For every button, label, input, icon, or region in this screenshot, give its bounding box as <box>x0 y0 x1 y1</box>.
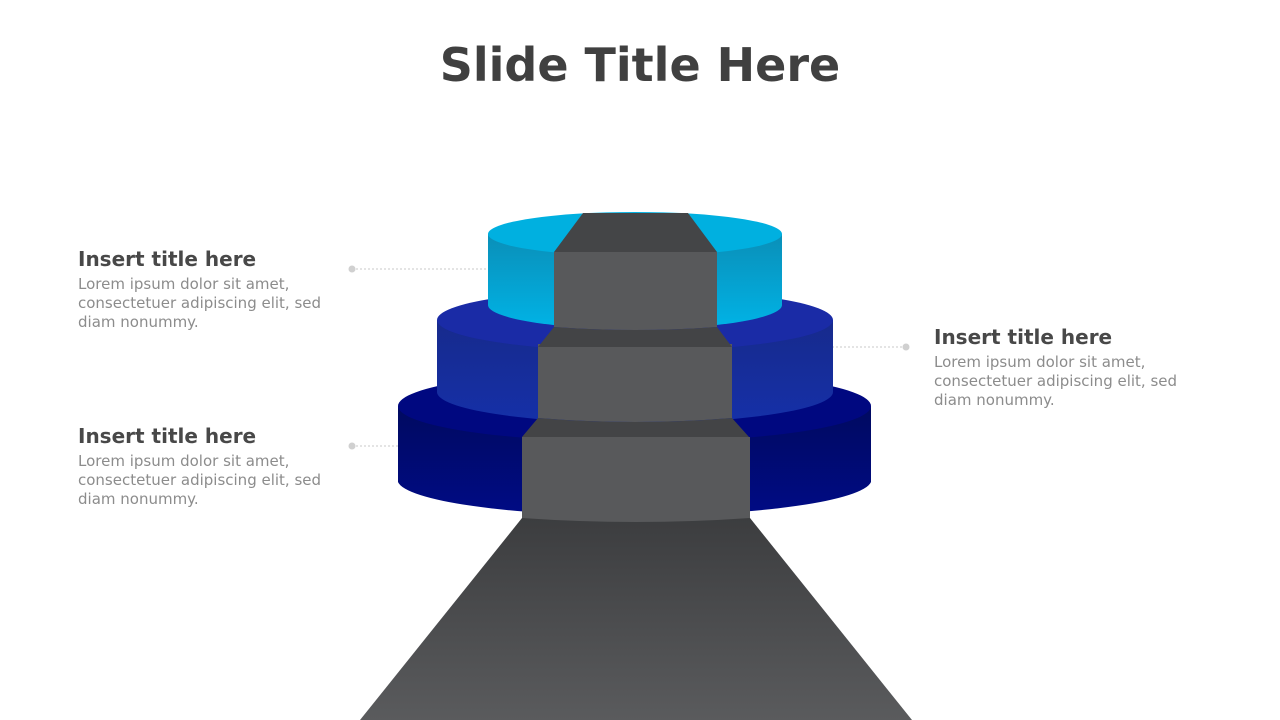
slide-title: Slide Title Here <box>439 38 841 92</box>
callout-2: Insert title here Lorem ipsum dolor sit … <box>934 324 1194 410</box>
callout-3-body: Lorem ipsum dolor sit amet, consectetuer… <box>78 452 322 508</box>
callout-1-title: Insert title here <box>78 247 257 271</box>
callout-2-title: Insert title here <box>934 325 1113 349</box>
callout-1-body: Lorem ipsum dolor sit amet, consectetuer… <box>78 275 322 331</box>
callout-2-body: Lorem ipsum dolor sit amet, consectetuer… <box>934 353 1178 409</box>
callout-1: Insert title here Lorem ipsum dolor sit … <box>78 246 338 332</box>
callout-3-title: Insert title here <box>78 424 257 448</box>
callout-3: Insert title here Lorem ipsum dolor sit … <box>78 423 338 509</box>
tier-top <box>488 212 782 347</box>
connector-dot-1 <box>348 265 356 273</box>
connector-dot-3 <box>348 442 356 450</box>
road-shape <box>360 518 912 720</box>
connector-dot-2 <box>902 343 910 351</box>
connector-lines <box>348 265 910 450</box>
